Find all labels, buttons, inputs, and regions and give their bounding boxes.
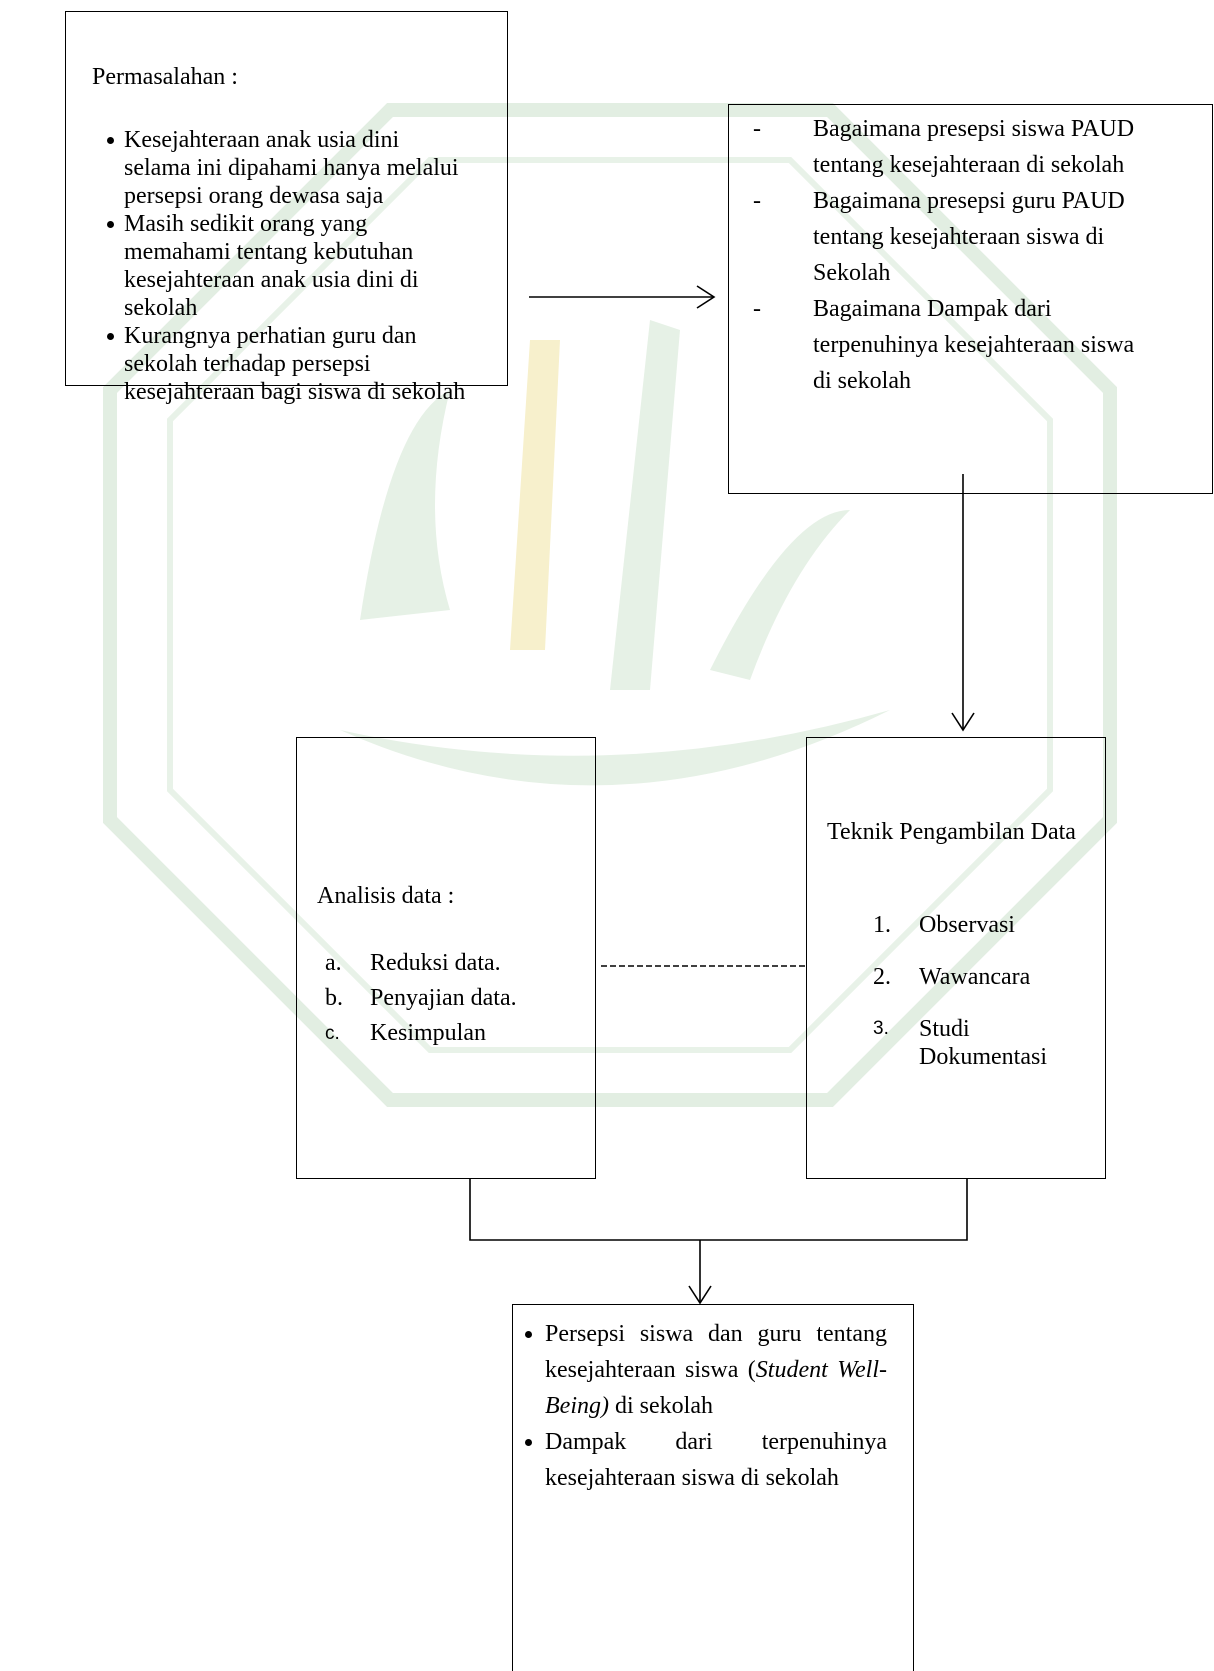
- list-marker: 2.: [873, 964, 891, 990]
- list-item: - Bagaimana Dampak dari terpenuhinya kese…: [749, 291, 1143, 399]
- list-item-text: Penyajian data.: [370, 985, 517, 1011]
- list-item: Kurangnya perhatian guru dan sekolah ter…: [104, 322, 470, 406]
- merge-line: [469, 1178, 968, 1241]
- list-item: 3. Studi Dokumentasi: [873, 1015, 1083, 1071]
- arrowhead-down-results: [688, 1285, 712, 1305]
- dash-marker: -: [753, 188, 761, 214]
- dash-marker: -: [753, 296, 761, 322]
- list-marker: 3.: [873, 1018, 889, 1039]
- problems-title: Permasalahan :: [92, 64, 238, 90]
- result-text: di sekolah: [608, 1393, 713, 1419]
- problems-list: Kesejahteraan anak usia dini selama ini …: [104, 126, 470, 406]
- technique-list: 1. Observasi 2. Wawancara 3. Studi Dokument…: [873, 911, 1083, 1095]
- analysis-list: a. Reduksi data. b. Penyajian data. c. Kesi…: [317, 946, 587, 1051]
- list-item: Kesejahteraan anak usia dini selama ini …: [104, 126, 470, 210]
- results-box: Persepsi siswa dan guru tentang kesejaht…: [512, 1304, 914, 1671]
- question-text: Bagaimana presepsi siswa PAUD tentang ke…: [813, 116, 1135, 178]
- list-item-text: Reduksi data.: [370, 950, 501, 976]
- list-item: b. Penyajian data.: [317, 981, 587, 1016]
- list-item: Masih sedikit orang yang memahami tentan…: [104, 210, 470, 322]
- arrowhead-down: [951, 712, 975, 732]
- result-italic-term: Student Well-Being): [545, 1357, 887, 1419]
- arrowhead-right: [696, 285, 716, 309]
- problems-box: Permasalahan : Kesejahteraan anak usia d…: [65, 11, 508, 405]
- list-item-text: Observasi: [919, 912, 1015, 938]
- question-text: Bagaimana Dampak dari terpenuhinya kesej…: [813, 296, 1135, 394]
- technique-box: Teknik Pengambilan Data 1. Observasi 2. Wa…: [806, 737, 1106, 1179]
- list-marker: a.: [325, 950, 342, 976]
- list-item: a. Reduksi data.: [317, 946, 587, 981]
- results-list: Persepsi siswa dan guru tentang kesejaht…: [521, 1316, 887, 1496]
- list-marker: b.: [325, 985, 343, 1011]
- list-item-text: Studi Dokumentasi: [919, 1016, 1047, 1070]
- question-text: Bagaimana presepsi guru PAUD tentang kes…: [813, 188, 1125, 286]
- list-item: - Bagaimana presepsi siswa PAUD tentang k…: [749, 111, 1143, 183]
- questions-box: - Bagaimana presepsi siswa PAUD tentang k…: [728, 104, 1213, 494]
- analysis-title: Analisis data :: [317, 883, 455, 909]
- dash-marker: -: [753, 116, 761, 142]
- result-text: Persepsi siswa dan guru tentang kesejaht…: [545, 1321, 887, 1383]
- list-marker: 1.: [873, 912, 891, 938]
- questions-list: - Bagaimana presepsi siswa PAUD tentang k…: [749, 111, 1143, 399]
- list-item: c. Kesimpulan: [317, 1016, 587, 1051]
- list-item: 2. Wawancara: [873, 963, 1083, 991]
- list-item-text: Wawancara: [919, 964, 1031, 990]
- list-item: Dampak dari terpenuhinya kesejahteraan s…: [521, 1424, 887, 1496]
- list-item-text: Kesimpulan: [370, 1020, 486, 1046]
- analysis-box: Analisis data : a. Reduksi data. b. Penyaj…: [296, 737, 596, 1179]
- list-item: 1. Observasi: [873, 911, 1083, 939]
- list-item: - Bagaimana presepsi guru PAUD tentang ke…: [749, 183, 1143, 291]
- technique-title: Teknik Pengambilan Data: [827, 819, 1076, 845]
- list-marker: c.: [325, 1023, 340, 1044]
- list-item: Persepsi siswa dan guru tentang kesejaht…: [521, 1316, 887, 1424]
